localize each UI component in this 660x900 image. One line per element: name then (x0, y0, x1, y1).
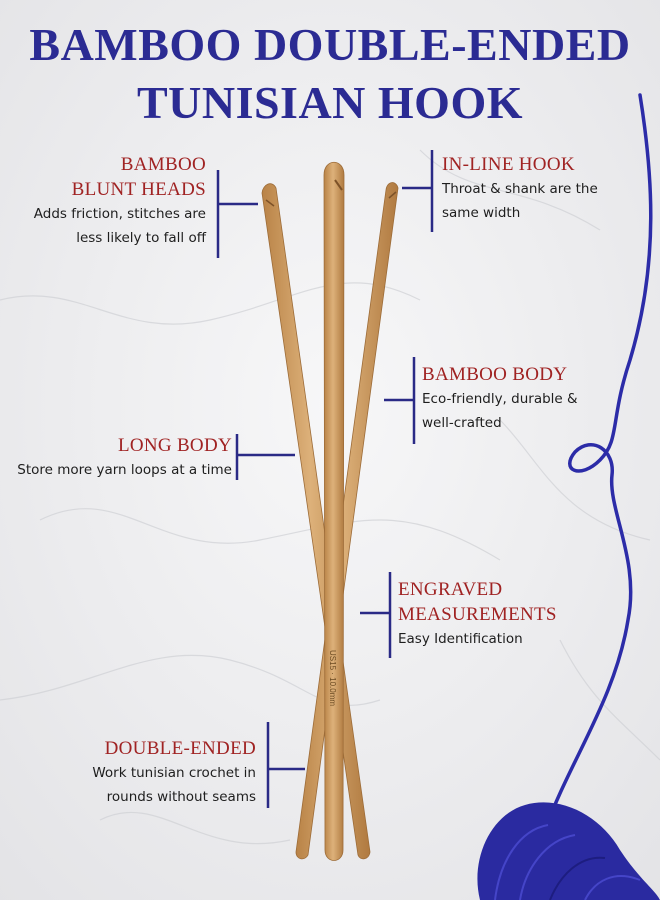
callout-heading: BLUNT HEADS (71, 179, 206, 200)
bracket-bamboo-body (384, 357, 416, 444)
callout-engraved-measurements: ENGRAVED MEASUREMENTS Easy Identificatio… (398, 577, 598, 651)
callout-description: well-crafted (422, 415, 502, 431)
callout-description: Eco-friendly, durable & (422, 391, 578, 407)
callout-heading: BAMBOO BODY (422, 364, 568, 385)
bracket-engraved (360, 572, 392, 658)
callout-description: same width (442, 205, 521, 221)
callout-heading: DOUBLE-ENDED (104, 738, 256, 759)
callout-inline-hook: IN-LINE HOOK Throat & shank are the same… (442, 152, 642, 225)
callout-heading: LONG BODY (117, 435, 232, 456)
callout-description: less likely to fall off (76, 230, 206, 246)
bracket-double-ended (266, 722, 305, 808)
callout-description: rounds without seams (106, 789, 256, 805)
page-title-line-2: TUNISIAN HOOK (136, 77, 524, 128)
page-title-line-1: BAMBOO DOUBLE-ENDED (29, 19, 631, 70)
callout-long-body: LONG BODY Store more yarn loops at a tim… (14, 433, 232, 482)
callout-description: Work tunisian crochet in (92, 765, 256, 781)
callout-double-ended: DOUBLE-ENDED Work tunisian crochet in ro… (66, 736, 256, 809)
callout-description: Easy Identification (398, 631, 523, 647)
yarn-skein (477, 802, 660, 900)
bracket-long-body (235, 434, 295, 480)
callout-description: Store more yarn loops at a time (17, 462, 232, 478)
engraving-text: US15 · 10.0mm (328, 650, 337, 706)
hook-right (295, 182, 399, 860)
callout-bamboo-body: BAMBOO BODY Eco-friendly, durable & well… (422, 362, 622, 435)
callout-description: Throat & shank are the (442, 181, 598, 197)
yarn-strand (543, 93, 653, 832)
bracket-blunt-heads (216, 170, 258, 258)
callout-blunt-heads: BAMBOO BLUNT HEADS Adds friction, stitch… (20, 152, 206, 250)
callout-heading: BAMBOO (120, 154, 206, 175)
callout-heading: ENGRAVED (398, 579, 503, 600)
bracket-inline-hook (402, 150, 434, 232)
callout-description: Adds friction, stitches are (33, 206, 206, 222)
callout-heading: IN-LINE HOOK (442, 154, 575, 175)
hook-center (323, 161, 345, 861)
callout-heading: MEASUREMENTS (398, 604, 557, 625)
